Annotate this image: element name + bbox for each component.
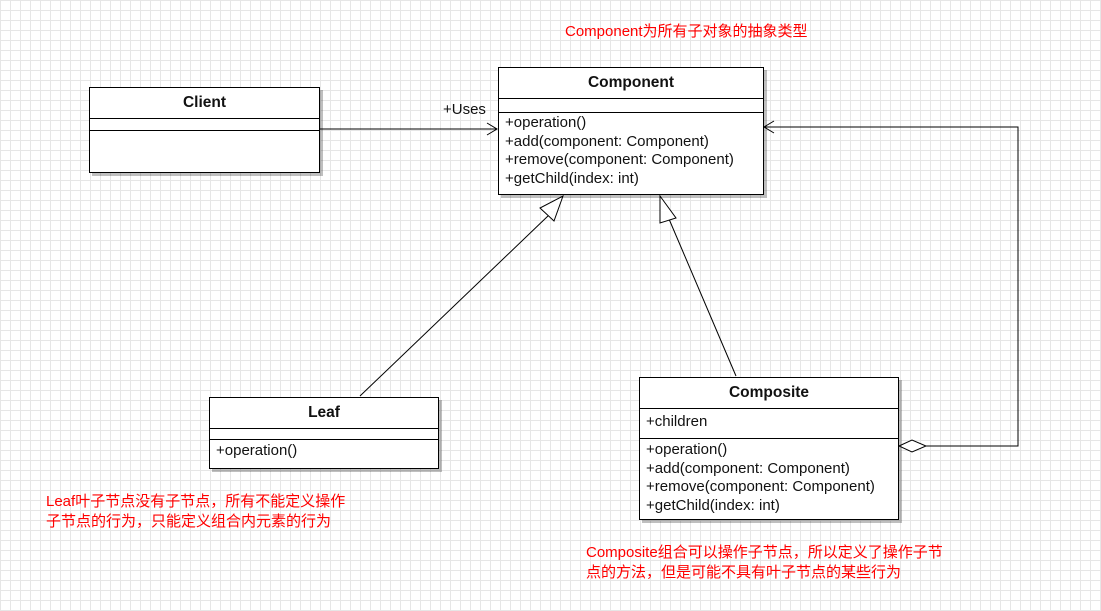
composite-generalization-arrowhead [659,194,677,224]
component-method: +operation() [505,114,587,131]
client-class-name: Client [90,88,319,119]
composite-method: +getChild(index: int) [646,496,780,514]
uses-arrowhead [486,122,498,136]
composite-class-name: Composite [640,378,898,409]
composite-method: +remove(component: Component) [646,478,875,495]
aggregation-arrowhead [763,120,775,134]
composite-methods-section: +operation() +add(component: Component) … [640,439,898,517]
composite-method: +add(component: Component) [646,459,850,477]
composite-generalization-line [668,218,737,377]
component-method: +add(component: Component) [505,132,709,150]
leaf-class-name: Leaf [210,398,438,429]
composite-method: +operation() [646,441,728,458]
leaf-methods-section: +operation() [210,440,438,463]
component-attributes-section [499,99,763,113]
composite-note-line-2: 点的方法，但是可能不具有叶子节点的某些行为 [586,564,902,581]
leaf-note: Leaf叶子节点没有子节点，所有不能定义操作 子节点的行为，只能定义组合内元素的… [46,492,345,532]
component-methods-section: +operation() +add(component: Component) … [499,113,763,190]
composite-attribute: +children [646,413,708,430]
leaf-class[interactable]: Leaf +operation() [209,397,439,469]
leaf-note-line-1: Leaf叶子节点没有子节点，所有不能定义操作 [46,493,346,510]
composite-class[interactable]: Composite +children +operation() +add(co… [639,377,899,520]
component-method: +getChild(index: int) [505,169,639,187]
component-class-name: Component [499,68,763,99]
uses-label: +Uses [443,101,486,118]
leaf-generalization-line [359,214,550,397]
component-note: Component为所有子对象的抽象类型 [565,23,808,40]
composite-note: Composite组合可以操作子节点，所以定义了操作子节 点的方法，但是可能不具… [586,543,943,583]
leaf-note-line-2: 子节点的行为，只能定义组合内元素的行为 [46,513,332,530]
component-class[interactable]: Component +operation() +add(component: C… [498,67,764,195]
leaf-method: +operation() [216,442,298,459]
aggregation-diamond [897,439,928,453]
client-class[interactable]: Client [89,87,320,173]
leaf-attributes-section [210,429,438,440]
composite-note-line-1: Composite组合可以操作子节点，所以定义了操作子节 [586,544,943,561]
component-method: +remove(component: Component) [505,151,734,168]
leaf-generalization-arrowhead [539,194,564,222]
composite-attributes-section: +children [640,409,898,439]
client-attributes-section [90,119,319,131]
aggregation-line [764,126,1019,447]
